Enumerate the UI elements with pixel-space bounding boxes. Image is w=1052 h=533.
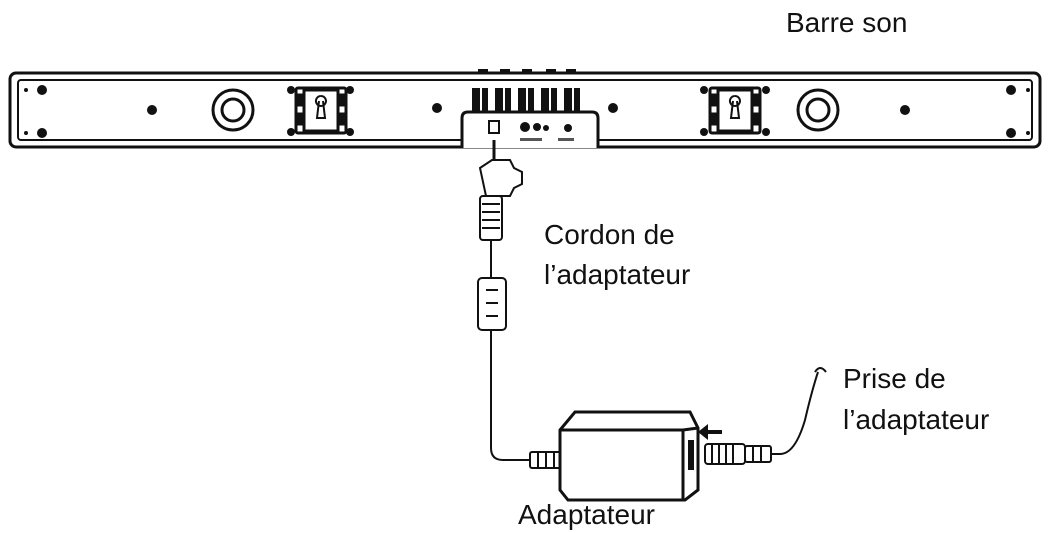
- adapter-cord: [477, 140, 530, 461]
- speaker-ring-left: [211, 88, 255, 132]
- soundbar-label: Barre son: [786, 7, 908, 38]
- adapter: [529, 410, 700, 502]
- wall-mount-bracket-left: [294, 86, 348, 135]
- top-fins: [472, 88, 580, 112]
- adapter-label: Adaptateur: [518, 499, 655, 530]
- adapter-cord-label-line1: Cordon de: [544, 219, 675, 250]
- wall-mount-bracket-right: [708, 86, 762, 135]
- speaker-ring-right: [796, 88, 840, 132]
- connector-panel: [460, 110, 600, 148]
- adapter-plug-label-line1: Prise de: [843, 363, 946, 394]
- adapter-cord-label-line2: l’adaptateur: [544, 259, 691, 290]
- adapter-plug-label-line2: l’adaptateur: [843, 404, 990, 435]
- corner-screws: [24, 85, 1030, 138]
- adapter-plug: [698, 367, 827, 465]
